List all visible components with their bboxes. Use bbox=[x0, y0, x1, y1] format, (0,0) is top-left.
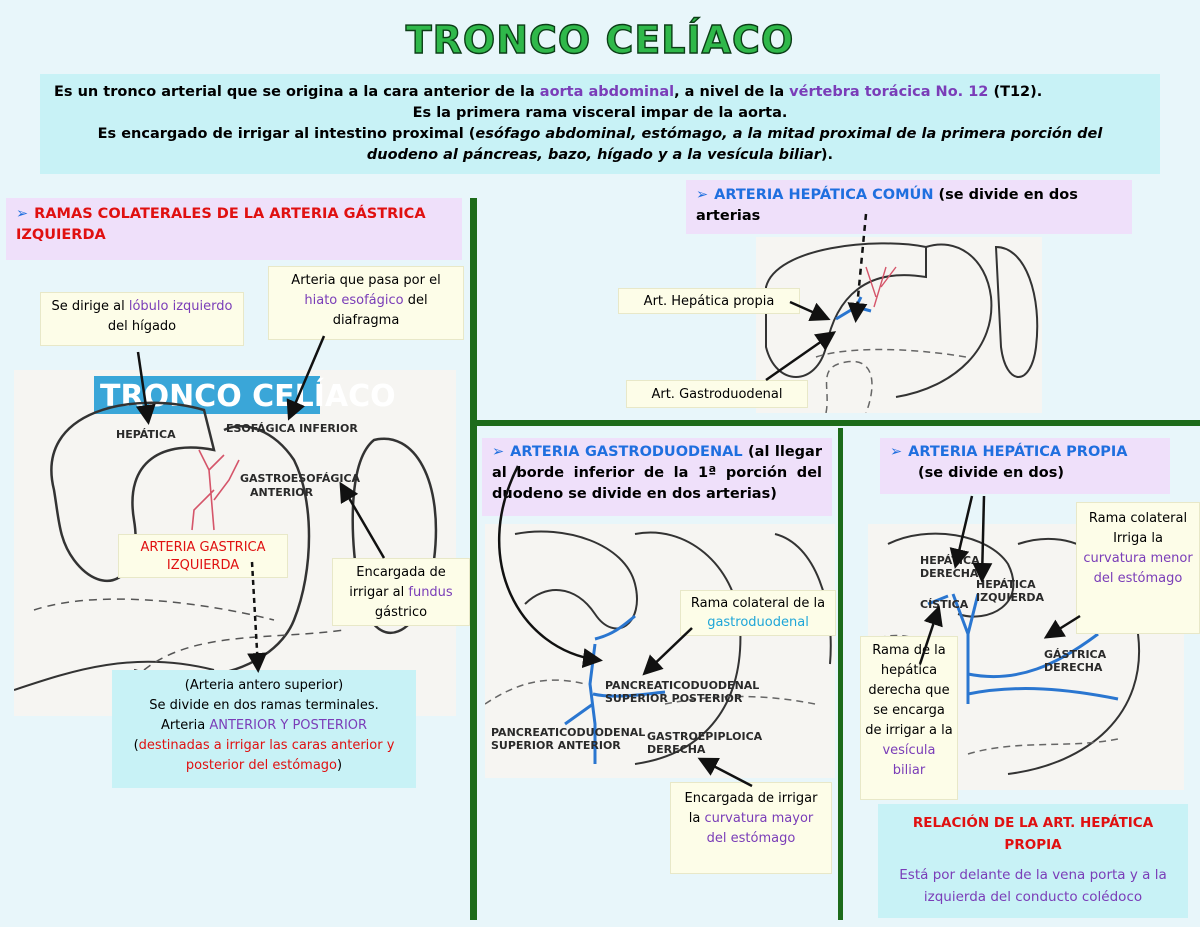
svg-text:ANTERIOR: ANTERIOR bbox=[250, 486, 314, 499]
svg-text:HEPÁTICA: HEPÁTICA bbox=[920, 554, 980, 567]
intro-line-3: Es encargado de irrigar al intestino pro… bbox=[97, 126, 1103, 163]
arrow-bullet-icon: ➢ bbox=[492, 444, 505, 460]
note-fundus: Encargada de irrigar al fundus gástrico bbox=[332, 558, 470, 626]
svg-text:CÍSTICA: CÍSTICA bbox=[920, 598, 969, 611]
label-arteria-gastrica-izquierda: ARTERIA GASTRICA IZQUIERDA bbox=[118, 534, 288, 578]
arrow-bullet-icon: ➢ bbox=[696, 187, 709, 203]
relacion-box: RELACIÓN DE LA ART. HEPÁTICA PROPIA Está… bbox=[878, 804, 1188, 918]
sketch-banner bbox=[94, 376, 320, 414]
label-art-gastroduodenal: Art. Gastroduodenal bbox=[626, 380, 808, 408]
intro-line-1: Es un tronco arterial que se origina a l… bbox=[54, 84, 1043, 100]
svg-text:IZQUIERDA: IZQUIERDA bbox=[976, 591, 1045, 604]
svg-text:DERECHA: DERECHA bbox=[647, 743, 706, 756]
relacion-title: RELACIÓN DE LA ART. HEPÁTICA PROPIA bbox=[912, 815, 1154, 853]
note-curvatura-menor: Rama colateral Irriga la curvatura menor… bbox=[1076, 502, 1200, 634]
note-curvatura-mayor: Encargada de irrigar la curvatura mayor … bbox=[670, 782, 832, 874]
sketch-banner-text: TRONCO CELÍACO bbox=[100, 378, 396, 414]
note-rama-colateral-gastroduodenal: Rama colateral de la gastroduodenal bbox=[680, 590, 836, 636]
arrow-bullet-icon: ➢ bbox=[890, 444, 903, 460]
label-art-hepatica-propia: Art. Hepática propia bbox=[618, 288, 800, 314]
heading-gastroduodenal: ➢ARTERIA GASTRODUODENAL (al llegar al bo… bbox=[482, 438, 832, 516]
heading-hepatica-propia: ➢ARTERIA HEPÁTICA PROPIA(se divide en do… bbox=[880, 438, 1170, 494]
stomach-sketch-center: PANCREATICODUODENAL SUPERIOR POSTERIOR P… bbox=[485, 530, 832, 765]
divider-vertical-right bbox=[838, 428, 843, 920]
note-vesicula-biliar: Rama de la hepática derecha que se encar… bbox=[860, 636, 958, 800]
svg-text:DERECHA: DERECHA bbox=[920, 567, 979, 580]
svg-text:SUPERIOR ANTERIOR: SUPERIOR ANTERIOR bbox=[491, 739, 621, 752]
divider-vertical-main bbox=[470, 198, 477, 920]
note-lobulo-izquierdo: Se dirige al lóbulo izquierdo del hígado bbox=[40, 292, 244, 346]
sketch-gastroduodenal: PANCREATICODUODENAL SUPERIOR POSTERIOR P… bbox=[485, 524, 835, 778]
svg-text:GASTROESOFÁGICA: GASTROESOFÁGICA bbox=[240, 472, 361, 485]
svg-text:PANCREATICODUODENAL: PANCREATICODUODENAL bbox=[491, 726, 645, 739]
svg-text:ESOFÁGICA INFERIOR: ESOFÁGICA INFERIOR bbox=[226, 422, 358, 435]
note-antero-superior: (Arteria antero superior) Se divide en d… bbox=[112, 670, 416, 788]
stomach-sketch-left: TRONCO CELÍACO HEPÁTICA ESOFÁGICA INFERI… bbox=[14, 376, 438, 691]
heading-ramas-colaterales: ➢RAMAS COLATERALES DE LA ARTERIA GÁSTRIC… bbox=[6, 198, 462, 260]
note-hiato-esofagico: Arteria que pasa por el hiato esofágico … bbox=[268, 266, 464, 340]
svg-text:GASTROEPIPLOICA: GASTROEPIPLOICA bbox=[647, 730, 763, 743]
page-title: TRONCO CELÍACO bbox=[405, 17, 795, 62]
divider-horizontal bbox=[477, 420, 1200, 426]
relacion-text: Está por delante de la vena porta y a la… bbox=[899, 867, 1167, 905]
intro-line-2: Es la primera rama visceral impar de la … bbox=[412, 105, 788, 121]
svg-text:HEPÁTICA: HEPÁTICA bbox=[976, 578, 1036, 591]
svg-text:PANCREATICODUODENAL: PANCREATICODUODENAL bbox=[605, 679, 759, 692]
arrow-bullet-icon: ➢ bbox=[16, 206, 29, 222]
svg-text:GÁSTRICA: GÁSTRICA bbox=[1044, 648, 1107, 661]
svg-text:DERECHA: DERECHA bbox=[1044, 661, 1103, 674]
svg-text:SUPERIOR POSTERIOR: SUPERIOR POSTERIOR bbox=[605, 692, 743, 705]
heading-hepatica-comun: ➢ARTERIA HEPÁTICA COMÚN (se divide en do… bbox=[686, 180, 1132, 234]
svg-text:HEPÁTICA: HEPÁTICA bbox=[116, 428, 176, 441]
intro-box: Es un tronco arterial que se origina a l… bbox=[40, 74, 1160, 174]
